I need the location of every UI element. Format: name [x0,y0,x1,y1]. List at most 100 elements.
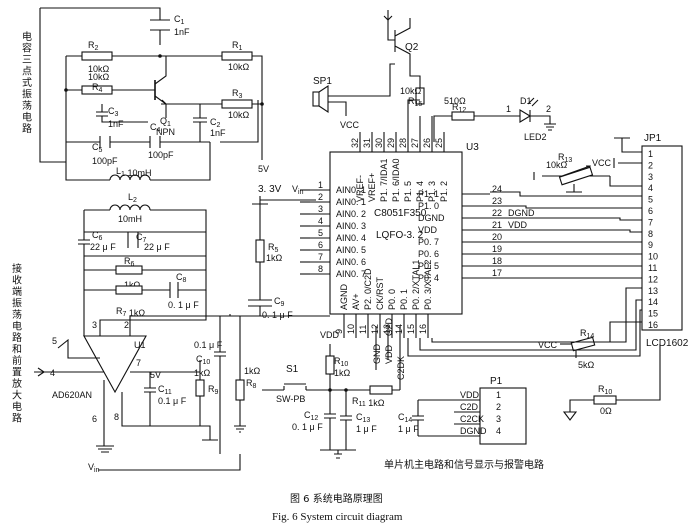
r9-label: R9 [208,384,219,396]
osc-label-char: 电 [22,111,32,124]
u3-pin-number: 19 [492,244,502,254]
rx-label-char: 置 [12,367,22,379]
main-section-label: 单片机主电路和信号显示与报警电路 [384,458,544,471]
osc-label-char: 式 [22,76,32,89]
r15-value: 10kΩ [400,86,422,96]
jp1-pin-number: 10 [648,252,658,262]
jp-vcc-label: VCC [592,158,612,168]
jp1-body [641,145,683,331]
u3-pin-number: 26 [422,138,432,148]
u3-name: C8051F350 [374,208,427,219]
jp1-label: JP1 [644,133,662,144]
c11-value: 0.1 μ F [158,396,187,406]
pin5-label: 5 [52,336,57,346]
pin2-label: 2 [124,320,129,330]
pin4-label: 4 [50,368,55,378]
rx-label-char: 电 [12,400,22,413]
led2-label: LED2 [524,132,547,142]
u3-pin-name: P0. 4 [418,273,439,283]
rx-label-char: 前 [12,354,22,367]
c9-label: C9 [274,296,285,308]
r14-resistor [570,336,596,352]
rx-label-char: 电 [12,320,22,333]
l2-label: L2 [128,192,137,204]
r2-resistor [81,51,113,61]
u3-pin-number: 10 [346,324,356,334]
reset-programming-circuit: GND VDD C2D C2DK VDD R10 1kΩ S1 SW-PB R1… [262,317,527,459]
jp1-pin-number: 8 [648,229,653,239]
ad620-label: AD620AN [52,390,92,400]
u3-pin-number: 13 [382,324,392,334]
rx-label-char: 端 [12,285,22,298]
r7-label: R7 1kΩ [116,306,145,318]
jp1-pin-number: 3 [648,172,653,182]
jp1-pin-number: 13 [648,286,658,296]
u3-pin-number: 2 [318,192,323,202]
u3-pin-number: 1 [318,180,323,190]
v5b-label: 5V [150,370,161,380]
jp1-pin-number: 14 [648,297,658,307]
dgnd-net-label: DGND [508,208,535,218]
l2-inductor [109,204,151,211]
u3-pin-number: 30 [374,138,384,148]
rx-label-char: 大 [12,389,22,402]
jp1-pin-number: 5 [648,195,653,205]
vdd-net-label: VDD [508,220,528,230]
swpb-label: SW-PB [276,394,305,404]
u3-pin-number: 28 [398,138,408,148]
rx-label-char: 收 [12,274,22,287]
u3-pin-number: 14 [394,324,404,334]
u3-pin-number: 16 [418,324,428,334]
r5-label: R5 [268,242,279,254]
p1-connector [479,387,527,445]
vin-top-label: Vin [292,184,304,196]
vdd-r10-label: VDD [320,330,340,340]
u3-pin-name: P1. 5 [403,181,413,202]
c3-label: C3 [108,106,119,118]
u3-pin-name: P0. 2/XTAL1 [411,260,421,310]
r11-resistor [369,385,393,395]
c5-label: C5 [92,142,103,154]
u3-pin-number: 6 [318,240,323,250]
r4-label: R4 [92,82,103,94]
u3-package: LQFO-3. 2 [376,230,424,241]
u3-pin-number: 24 [492,184,502,194]
p1-pin-number: 1 [496,390,501,400]
r11-label: R11 1kΩ [352,396,385,408]
sp1-label: SP1 [313,76,332,87]
speaker-vcc-label: VCC [340,120,360,130]
r14-vcc-label: VCC [538,340,558,350]
osc-label-char: 荡 [22,100,32,112]
pin6-label: 6 [92,414,97,424]
r4-resistor [81,85,113,95]
speaker [312,91,320,107]
r8-label: R8 [246,378,257,390]
r10a-resistor [325,355,335,375]
u3-pin-name: AIN0. 2 [336,209,366,219]
u3-pin-number: 21 [492,220,502,230]
p1-pin-name: C2CK [460,414,484,424]
u3-pin-number: 22 [492,208,502,218]
u3-pin-number: 32 [350,138,360,148]
r12-value: 510Ω [444,96,466,106]
u3-pin-number: 29 [386,138,396,148]
c12-label: C12 [304,410,318,422]
r5-value: 1kΩ [266,253,283,263]
c14-label: C14 [398,412,412,424]
u3-pin-name: P2. 0/C2D [363,268,373,310]
jp1-pin-number: 12 [648,274,658,284]
jp1-pin-number: 16 [648,320,658,330]
u1-label: U1 [134,340,146,350]
r2-value: 10kΩ [88,64,110,74]
lcd-label: LCD1602 [646,338,689,349]
r10b-resistor [593,395,617,405]
osc-label-char: 路 [22,122,32,135]
figure-caption-cn: 图 6 系统电路原理图 [290,492,383,505]
r15-label: R15 [408,96,422,108]
u3-pin-name: P1. 4 [415,181,425,202]
